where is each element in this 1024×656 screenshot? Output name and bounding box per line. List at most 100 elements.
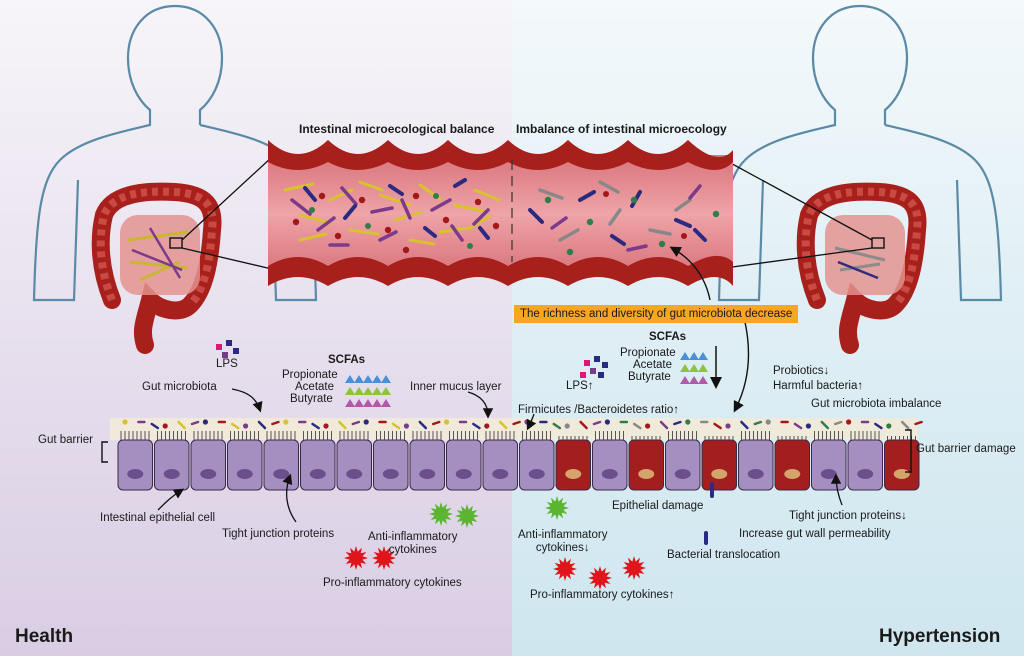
- zoom-lines: [181, 156, 873, 271]
- anti-inflammatory-cytokine: [429, 502, 453, 526]
- mucus-bacterium: [874, 422, 883, 430]
- acetate-label-left: Acetate: [295, 381, 334, 393]
- mucus-bacterium: [177, 420, 186, 430]
- gut-barrier-damage-label: Gut barrier damage: [916, 443, 1016, 455]
- mucus-bacterium: [805, 423, 812, 429]
- anti-inflammatory-cytokine: [455, 504, 479, 528]
- epithelial-cell: [154, 439, 190, 491]
- gut-barrier-bracket-right: [905, 429, 912, 473]
- inner-mucus-layer-label: Inner mucus layer: [410, 381, 502, 393]
- imbalanced-microbiota: [528, 180, 720, 256]
- damaged-epithelial-cell: [701, 439, 737, 491]
- mucus-bacterium: [444, 419, 450, 425]
- epithelial-cell: [373, 439, 409, 491]
- mucus-bacterium: [552, 422, 562, 430]
- mucus-bacterium: [418, 420, 428, 430]
- mucus-bacterium: [257, 420, 267, 430]
- scfas-title-right: SCFAs: [649, 331, 687, 343]
- probiotics-label: Probiotics↓: [773, 365, 830, 377]
- epithelial-cell: [446, 439, 482, 491]
- epithelial-cell: [227, 439, 263, 491]
- gut-microbiota-imbalance-label: Gut microbiota imbalance: [811, 398, 942, 410]
- mucus-bacterium: [512, 420, 521, 426]
- mucus-bacterium: [472, 422, 481, 430]
- mucus-bacterium: [338, 420, 347, 430]
- lps-icon-right: [580, 356, 608, 378]
- intestine-zoom: [268, 140, 733, 286]
- arrow-inner-mucus: [467, 391, 494, 419]
- gut-barrier-label: Gut barrier: [38, 434, 93, 446]
- mucus-bacterium: [833, 420, 843, 426]
- colon-left: [91, 182, 222, 354]
- epithelial-cell: [336, 439, 372, 491]
- pro-inflammatory-label-left: Pro-inflammatory cytokines: [323, 577, 462, 589]
- imbalance-title: Imbalance of intestinal microecology: [516, 122, 727, 136]
- tight-junction-proteins-right-label: Tight junction proteins↓: [789, 510, 907, 522]
- epithelial-cell: [190, 439, 226, 491]
- epithelial-cell: [263, 439, 299, 491]
- mucus-bacterium: [632, 422, 642, 430]
- gut-barrier-bracket-left: [101, 441, 108, 463]
- harmful-bacteria-label: Harmful bacteria↑: [773, 380, 864, 392]
- epithelial-cell: [738, 439, 774, 491]
- anti-inflammatory-cytokine: [545, 496, 569, 520]
- mucus-bacterium: [122, 419, 128, 425]
- arrow-gut-microbiota: [231, 388, 263, 413]
- mucus-bacterium: [283, 419, 289, 425]
- propionate-label-left: Propionate: [282, 369, 338, 381]
- mucus-bacterium: [914, 420, 923, 426]
- damaged-epithelial-cell: [774, 439, 810, 491]
- colon-right: [796, 182, 927, 354]
- mucus-bacterium: [886, 423, 892, 429]
- scfa-triangles-left: [345, 375, 391, 407]
- hypertension-panel-label: Hypertension: [879, 626, 1001, 647]
- mucus-bacterium: [579, 420, 588, 430]
- pro-inflammatory-cytokine: [372, 546, 396, 570]
- translocating-bacteria: [704, 482, 714, 545]
- banner-arrow-up: [669, 246, 711, 301]
- mucus-bacterium: [484, 423, 490, 429]
- damaged-epithelial-cell: [555, 439, 591, 491]
- mucus-bacterium: [190, 420, 200, 426]
- lps-icon-left: [216, 340, 239, 358]
- mucus-bacterium: [685, 419, 691, 425]
- epithelial-cell: [300, 439, 336, 491]
- health-panel-background: [0, 0, 512, 656]
- intestinal-epithelial-cell-label: Intestinal epithelial cell: [100, 512, 216, 524]
- mucus-bacterium: [271, 420, 280, 426]
- arrow-epithelial-cell: [157, 488, 185, 511]
- mucus-bacterium: [498, 420, 508, 430]
- butyrate-label-left: Butyrate: [290, 393, 333, 405]
- mucus-bacterium: [363, 419, 369, 425]
- mucus-bacterium: [243, 423, 249, 429]
- mucus-bacterium: [323, 423, 329, 429]
- epithelial-cell: [847, 439, 883, 491]
- epithelial-damage-label: Epithelial damage: [612, 500, 704, 512]
- damaged-epithelial-cell: [628, 439, 664, 491]
- epithelial-cell: [117, 439, 153, 491]
- epithelial-cell: [811, 439, 847, 491]
- pro-inflammatory-cytokine: [588, 566, 612, 590]
- epithelial-cell: [519, 439, 555, 491]
- propionate-label-right: Propionate: [620, 347, 676, 359]
- mucus-bacterium: [592, 420, 602, 426]
- mucus-bacterium: [162, 423, 168, 429]
- mucus-bacterium: [765, 419, 771, 425]
- gut-microbiota-label: Gut microbiota: [142, 381, 217, 393]
- mucus-bacterium: [311, 422, 320, 430]
- arrow-tight-junction-right: [830, 473, 843, 506]
- arrow-firmicutes: [526, 413, 537, 431]
- anti-inflammatory-label-left: Anti-inflammatory cytokines: [368, 531, 458, 557]
- mucus-bacterium: [645, 423, 651, 429]
- mucus-bacterium: [202, 419, 208, 425]
- health-panel-label: Health: [15, 626, 74, 647]
- mucus-bacterium: [753, 420, 763, 426]
- increase-permeability-label: Increase gut wall permeability: [739, 528, 891, 540]
- balance-title: Intestinal microecological balance: [299, 122, 495, 136]
- lps-label-right: LPS↑: [566, 380, 594, 392]
- mucus-bacterium: [820, 420, 830, 430]
- mucus-bacterium: [793, 422, 803, 430]
- pro-inflammatory-cytokine: [344, 546, 368, 570]
- mucus-bacterium: [725, 423, 731, 429]
